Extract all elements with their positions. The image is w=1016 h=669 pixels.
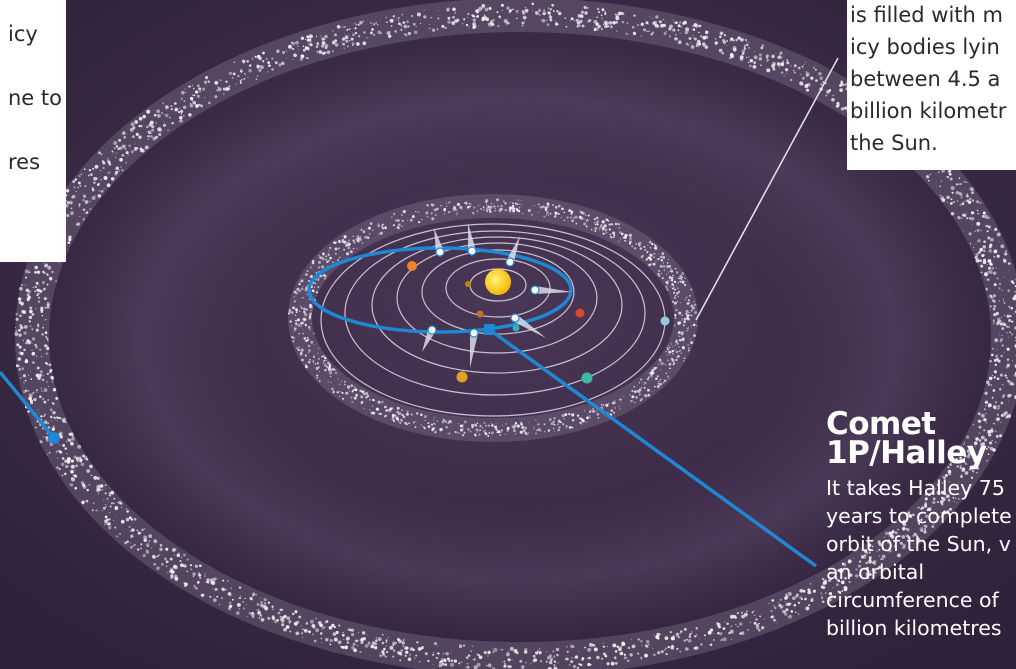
description-line: an orbital (826, 560, 925, 584)
planet-icon (512, 324, 520, 332)
comet-icon (510, 313, 520, 323)
comet-tail (512, 314, 546, 338)
comet-tail (534, 286, 572, 294)
left-callout-box: icy ne to res (0, 0, 66, 262)
callout-line: between 4.5 a (850, 67, 1001, 91)
planet-icon (660, 316, 670, 326)
callout-line: res (8, 150, 41, 174)
callout-line: ne to (8, 86, 62, 110)
comet-icon (427, 325, 437, 335)
description-line: orbit of the Sun, v (826, 532, 1011, 556)
comet-tail (468, 223, 476, 252)
planet-icon (476, 310, 484, 318)
scattered-disc-haze (50, 40, 990, 640)
planet-icon (465, 281, 471, 287)
planet-icon (575, 308, 585, 318)
comet-tail (470, 332, 478, 368)
callout-line: icy bodies lyin (850, 35, 1000, 59)
description-line: years to complete (826, 504, 1012, 528)
planet-icon (456, 371, 468, 383)
callout-lines (0, 57, 839, 568)
comet-icon (469, 328, 479, 338)
halley-description: It takes Halley 75 years to complete orb… (826, 474, 1016, 642)
title-line: 1P/Halley (826, 435, 987, 471)
callout-line: icy (8, 22, 38, 46)
title-line: Comet (826, 406, 936, 442)
planets (407, 261, 670, 384)
planet-icon (407, 261, 417, 271)
comet-tail (506, 236, 520, 264)
comet-icon (435, 247, 445, 257)
description-line: It takes Halley 75 (826, 476, 1005, 500)
halley-title: Comet 1P/Halley (826, 406, 1016, 471)
callout-line: the Sun. (850, 131, 938, 155)
callout-line (8, 114, 62, 146)
callout-line (8, 50, 62, 82)
comet-positions (422, 223, 572, 368)
comet-icon (530, 285, 540, 295)
kuiper-belt-ring (287, 194, 698, 442)
callout-line: billion kilometr (850, 99, 1007, 123)
sun-icon (485, 269, 511, 295)
comet-icon (467, 246, 477, 256)
comet-icon (505, 257, 515, 267)
planet-icon (581, 372, 593, 384)
outer-belt-ring (14, 0, 1016, 669)
description-line: billion kilometres (826, 616, 1002, 640)
callout-line: is filled with m (850, 3, 1003, 27)
halley-info-panel: Comet 1P/Halley It takes Halley 75 years… (822, 404, 1016, 669)
right-callout-box: is filled with m icy bodies lyin between… (847, 0, 1016, 170)
description-line: circumference of (826, 588, 999, 612)
comet-tail (434, 228, 444, 253)
